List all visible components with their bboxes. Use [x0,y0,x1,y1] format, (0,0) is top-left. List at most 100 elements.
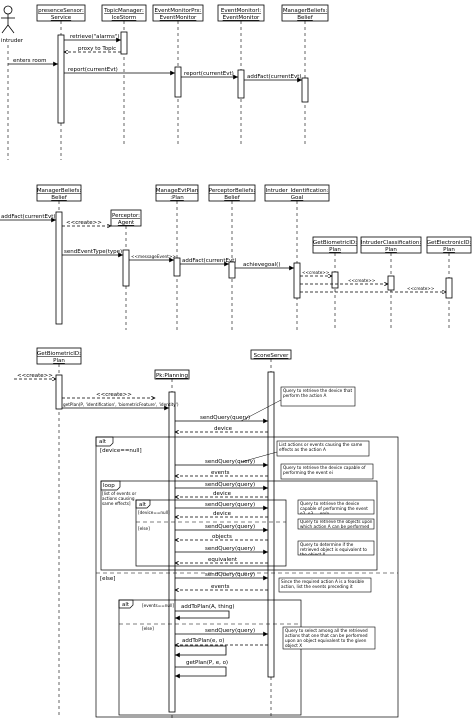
guard-label: [list of events or actions causing same … [102,491,137,506]
activation-bar [445,277,453,299]
participant-label: EventMonitor [223,15,260,21]
frame-label: alt [122,602,130,608]
participant-label: Service [51,15,72,21]
participant-label: Belief [224,195,241,201]
activation-bar [120,31,128,55]
participant-label: Goal [291,195,304,201]
note [280,463,374,480]
guard-label: [events==null] [142,603,174,608]
participant-label: Intruder_Identification: [266,188,329,194]
participant-label: IntruderClassification: [361,240,422,246]
message-label: <<create>> [66,220,102,226]
message-label: addFact(currentEvt) [1,214,56,220]
message-label: addToPlan(e, o) [182,638,224,644]
bottom-alt-frame [118,599,302,716]
middle-sequence: ManagerBeliefs: Belief ManageEvtPlan :Pl… [0,184,471,330]
message-label: enters room [13,58,47,64]
message-label: <<create>> [17,373,53,379]
activation-bar [55,374,63,410]
note-text: Query to retrieve the objects upon which… [300,520,373,529]
activation-bar [331,271,339,289]
participant-label: TopicManager: [103,8,144,14]
message-label: device [213,511,232,517]
message-label: addFact(currentEvt) [182,258,237,264]
participant-label: EventMonitorI: [221,8,261,14]
activation-bar [387,275,395,291]
message-label: <<create>> [407,286,435,291]
participant-label: EventMonitorPrx: [154,8,201,14]
participant-label: Plan [329,247,341,253]
message-label: sendEventType(type) [64,249,122,255]
participant-label: presenceSensor: [38,8,84,14]
message-label: sendQuery(query) [205,482,255,488]
message-label: getPlan(P, e, o) [186,660,228,666]
activation-bar [168,391,176,713]
participant-label: :Plan [170,195,184,201]
note-text: Query to select among all the retrieved … [285,628,368,648]
message-label: <<create>> [96,392,132,398]
message-label: objects [212,534,232,540]
participant-label: Belief [297,15,314,21]
activation-bar [267,371,275,678]
message-label: addToPlan(A, thing) [181,604,235,610]
activation-bar [55,211,63,325]
note-text: Query to retrieve the device capable of … [300,501,368,514]
message-label: events [211,470,230,476]
message-label: proxy to Topic [78,46,116,52]
guard-label: [else] [138,526,150,531]
message-label: retrieve("alarms") [70,34,120,40]
bottom-sequence: GetBiometricID: Plan Pk:Planning SconeSe… [14,347,399,718]
participant-label: Plan [443,247,455,253]
actor-icon [1,5,15,34]
frame-label: alt [99,439,107,445]
message-label: <<create>> [348,278,376,283]
message-label: <<create>> [302,270,330,275]
activation-bar [228,261,236,279]
note-text: List actions or events causing the same … [279,442,363,452]
actor-label: intruder [1,38,24,44]
participant-label: ManagerBeliefs: [283,8,328,14]
frame-label: loop [103,483,115,489]
message-label: sendQuery(query) [205,459,255,465]
note [297,518,375,530]
note [297,540,375,556]
activation-bar [293,262,301,299]
frame-label: alt [139,502,147,508]
guard-label: [else] [142,626,154,631]
note [280,386,356,407]
activation-bar [174,66,182,98]
message-label: achievegoal() [243,262,280,268]
message-label: events [211,584,230,590]
note [282,626,376,650]
participant-label: PerceptorBeliefs: [209,188,256,194]
message-label: device [213,491,232,497]
activation-bar [301,77,309,103]
note-text: Query to determine if the retrieved obje… [300,542,367,555]
activation-bar [237,69,245,99]
participant-label: ManagerBeliefs: [37,188,82,194]
participant-label: GetBiometricID: [37,351,81,357]
message-label: sendQuery(query) [205,628,255,634]
activation-bar [122,249,130,287]
message-label: getPlan(P, 'identification', 'biometricF… [63,402,179,407]
participant-label: Plan [53,358,65,364]
participant-label: IceStorm [112,15,137,21]
message-label: sendQuery(query) [200,415,250,421]
note [297,499,375,515]
message-label: <<messageEvent>> [131,254,176,259]
message-label: sendQuery(query) [205,572,255,578]
participant-label: Agent [118,220,135,226]
guard-label: [device==null] [138,510,170,515]
guard-label: [else] [100,576,115,582]
message-label: report(currentEvt) [184,71,234,77]
loop-frame [100,480,378,571]
alt-frame [95,436,399,718]
participant-label: Pk:Planning [156,373,188,379]
note [276,440,370,457]
participant-label: EventMonitor [160,15,197,21]
activation-bar [57,34,65,124]
message-label: equivalent [208,557,238,563]
message-label: device [214,426,233,432]
activation-bar [173,257,181,277]
